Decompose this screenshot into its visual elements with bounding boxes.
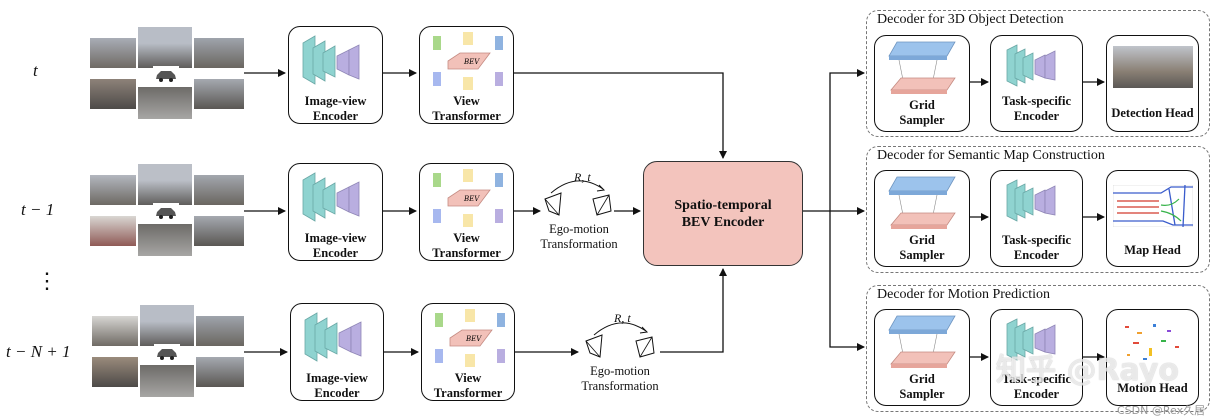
camera-images-t-minus-1 (90, 164, 244, 256)
bev-tag: BEV (463, 195, 480, 203)
motion-prediction-image (1113, 318, 1193, 368)
decoder-3d-object-detection: Decoder for 3D Object Detection (866, 10, 1210, 137)
watermark-main: 知乎 @Rayo (996, 353, 1180, 388)
decoder-semantic-map-construction: Decoder for Semantic Map Construction (866, 146, 1210, 273)
watermark-sub: CSDN @Rex久居 (1117, 404, 1206, 417)
view-transformer-icon: BEV (433, 32, 503, 90)
camera-images-t (90, 27, 244, 119)
encoder-icon (302, 172, 360, 222)
decoder-title: Decoder for 3D Object Detection (877, 12, 1064, 27)
detection-image (1113, 46, 1193, 88)
rt-label: R, t (614, 311, 631, 325)
ego-motion-icon-t-minus-n-plus-1 (585, 322, 655, 358)
encoder-icon (1006, 179, 1056, 222)
view-transformer-icon: BEV (433, 169, 503, 227)
semantic-map-image (1113, 185, 1193, 227)
ellipsis: ⋮ (36, 268, 58, 293)
decoder-title: Decoder for Motion Prediction (877, 287, 1051, 302)
motion-head: Motion Head (1106, 309, 1199, 406)
time-label-t: t (33, 61, 38, 80)
encoder-icon (304, 312, 362, 362)
camera-images-t-minus-n-plus-1 (92, 305, 244, 397)
encoder-icon (302, 35, 360, 85)
grid-sampler-icon (888, 176, 956, 229)
rt-label: R, t (574, 170, 591, 184)
head-label: Motion Head (1117, 381, 1188, 395)
time-label-t-minus-n-plus-1: t − N + 1 (6, 342, 71, 361)
time-label-t-minus-1: t − 1 (21, 200, 55, 219)
decoder-motion-prediction: Decoder for Motion Prediction (866, 285, 1210, 412)
bev-tag: BEV (463, 58, 480, 66)
car-icon (154, 344, 180, 362)
detection-head: Detection Head (1106, 35, 1199, 132)
encoder-icon (1006, 318, 1056, 361)
decoder-title: Decoder for Semantic Map Construction (877, 148, 1105, 163)
grid-sampler-icon (888, 41, 956, 94)
ego-motion-icon-t-minus-1 (544, 180, 612, 216)
bev-tag: BEV (465, 335, 482, 343)
map-head: Map Head (1106, 170, 1199, 267)
encoder-icon (1006, 44, 1056, 87)
grid-sampler-icon (888, 315, 956, 368)
head-label: Detection Head (1111, 106, 1194, 120)
car-icon (153, 203, 179, 221)
view-transformer-icon: BEV (435, 309, 505, 367)
car-icon (153, 66, 179, 84)
head-label: Map Head (1124, 243, 1181, 257)
